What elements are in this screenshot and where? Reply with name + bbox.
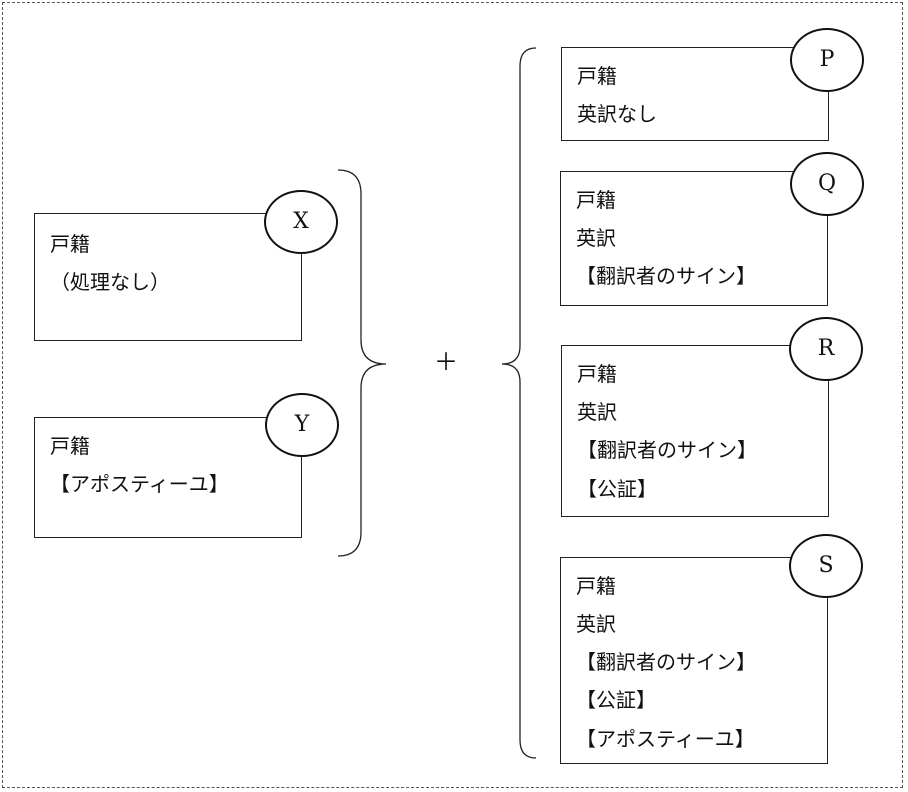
box-s-line-5: 【アポスティーユ】 (576, 727, 755, 751)
box-s-line-3: 【翻訳者のサイン】 (576, 650, 756, 674)
circle-p: P (790, 28, 864, 92)
box-r: 戸籍 英訳 【翻訳者のサイン】 【公証】 (561, 345, 829, 517)
box-s-line-4: 【公証】 (576, 688, 656, 712)
box-q-line-2: 英訳 (576, 226, 616, 250)
box-y-line-2: 【アポスティーユ】 (50, 472, 229, 496)
plus-operator: ＋ (434, 348, 458, 376)
box-x: 戸籍 （処理なし） (34, 213, 302, 341)
box-q-line-3: 【翻訳者のサイン】 (576, 264, 756, 288)
box-r-line-1: 戸籍 (577, 362, 617, 386)
box-q-line-1: 戸籍 (576, 188, 616, 212)
box-x-line-2: （処理なし） (50, 270, 170, 294)
box-r-line-3: 【翻訳者のサイン】 (577, 438, 757, 462)
box-p-line-1: 戸籍 (577, 64, 617, 88)
box-x-line-1: 戸籍 (50, 232, 90, 256)
box-r-line-2: 英訳 (577, 400, 617, 424)
circle-y: Y (265, 393, 339, 457)
box-y: 戸籍 【アポスティーユ】 (34, 417, 302, 538)
box-s-line-2: 英訳 (576, 612, 616, 636)
circle-x: X (264, 190, 338, 254)
box-p-line-2: 英訳なし (577, 102, 657, 126)
box-s-line-1: 戸籍 (576, 574, 616, 598)
circle-q: Q (790, 152, 864, 216)
box-s: 戸籍 英訳 【翻訳者のサイン】 【公証】 【アポスティーユ】 (560, 557, 828, 764)
box-q: 戸籍 英訳 【翻訳者のサイン】 (560, 171, 828, 306)
box-y-line-1: 戸籍 (50, 434, 90, 458)
circle-r: R (789, 317, 863, 381)
circle-s: S (789, 534, 863, 598)
box-r-line-4: 【公証】 (577, 477, 657, 501)
box-p: 戸籍 英訳なし (561, 47, 829, 141)
